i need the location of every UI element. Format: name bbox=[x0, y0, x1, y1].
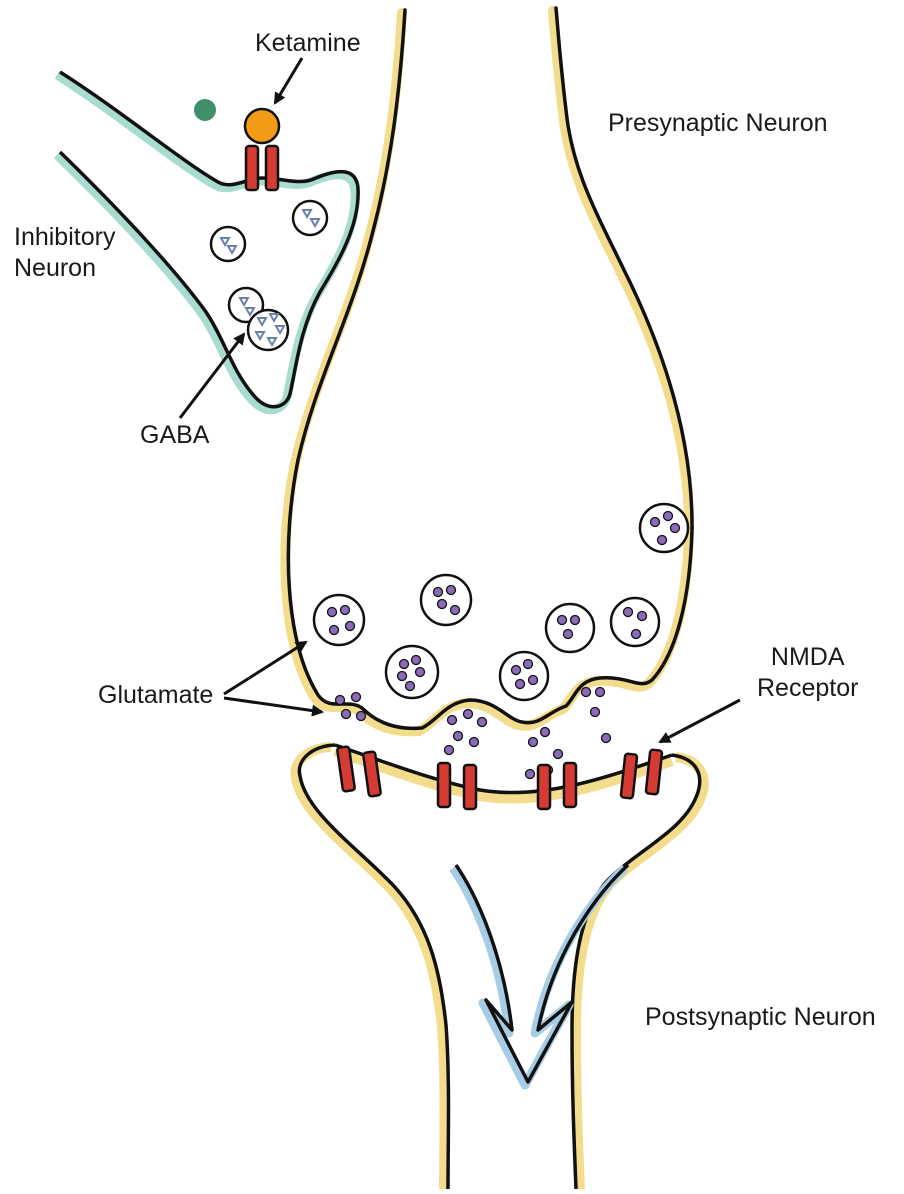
nmda-arrow bbox=[660, 700, 740, 742]
glutamate-vesicle bbox=[314, 595, 364, 645]
receptor-channel-icon bbox=[564, 763, 576, 807]
label-arrows bbox=[180, 58, 740, 742]
gaba-vesicle bbox=[248, 310, 288, 350]
receptor-channel-icon bbox=[538, 765, 550, 809]
inhibitory-label-line2: Neuron bbox=[14, 253, 115, 284]
inhibitory-neuron-label: Inhibitory Neuron bbox=[14, 222, 115, 284]
glutamate-arrow-upper bbox=[224, 642, 306, 694]
postsynaptic-left-outline bbox=[299, 745, 448, 1189]
receptor-channel-icon bbox=[438, 763, 450, 807]
ketamine-arrow bbox=[275, 58, 302, 103]
ketamine-label: Ketamine bbox=[255, 28, 361, 59]
nmda-label-line1: NMDA bbox=[757, 642, 858, 673]
glutamate-arrow-lower bbox=[224, 698, 322, 712]
inhibitory-label-line1: Inhibitory bbox=[14, 222, 115, 253]
ketamine-molecule bbox=[245, 109, 279, 143]
nmda-label-line2: Receptor bbox=[757, 673, 858, 704]
glutamate-vesicle bbox=[611, 598, 659, 646]
receptor-channel-icon bbox=[464, 765, 476, 809]
receptor-channel-icon bbox=[621, 753, 638, 798]
postsynaptic-right-outline bbox=[572, 755, 700, 1189]
gaba-vesicle bbox=[293, 201, 327, 235]
postsynaptic-halo-right bbox=[576, 757, 704, 1189]
glutamate-vesicle bbox=[640, 504, 688, 552]
glutamate-vesicle bbox=[386, 646, 438, 698]
glutamate-vesicle bbox=[500, 652, 548, 700]
presynaptic-neuron-label: Presynaptic Neuron bbox=[608, 108, 828, 139]
receptor-channel-icon bbox=[646, 749, 663, 794]
glutamate-vesicles bbox=[314, 504, 688, 700]
glutamate-vesicle bbox=[546, 604, 594, 652]
signal-arrow-icon bbox=[453, 865, 628, 1085]
green-molecule bbox=[194, 99, 216, 121]
postsynaptic-neuron-label: Postsynaptic Neuron bbox=[645, 1002, 876, 1033]
nmda-receptor-label: NMDA Receptor bbox=[757, 642, 858, 704]
glutamate-vesicle bbox=[421, 575, 471, 625]
gaba-vesicle bbox=[211, 227, 245, 261]
glutamate-label: Glutamate bbox=[98, 680, 213, 711]
gaba-label: GABA bbox=[140, 420, 209, 451]
